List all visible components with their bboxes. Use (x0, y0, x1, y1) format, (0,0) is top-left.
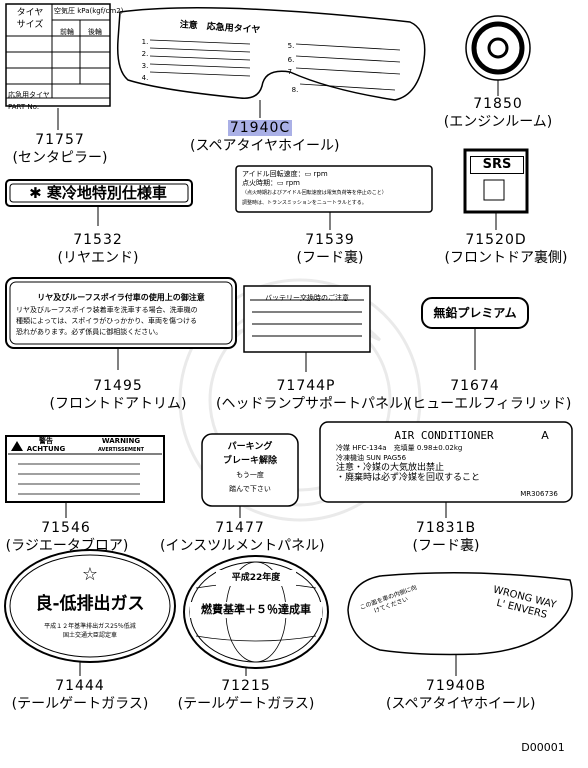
part-location: (ヒューエルフィラリッド) (406, 396, 572, 412)
part-number: 71477 (215, 520, 265, 536)
part-number: 71215 (221, 678, 271, 694)
sticker-low-emission (4, 549, 176, 676)
part-location: (フロントドアトリム) (49, 396, 187, 412)
low-emission-text: 良-低排出ガス (35, 594, 145, 614)
part-location: (センタピラー) (12, 150, 108, 166)
part-number: 71940B (425, 678, 487, 694)
spare-item-5: 5. (287, 42, 295, 50)
tire-spare: 応急用タイヤ (8, 91, 50, 99)
tire-head: タイヤサイズ (16, 8, 44, 30)
tire-rear: 後輪 (88, 28, 102, 36)
spare-item-4: 4. (141, 74, 149, 82)
part-location: (スペアタイヤホイール) (386, 696, 536, 712)
tire-part-no: PART No. (8, 103, 40, 111)
parking-text: パーキングブレーキ解除 もう一度 踏んで下さい (222, 442, 277, 493)
idle-text: アイドル回転速度：▭ rpm 点火時期：▭ rpm （点火時期およびアイドル回転… (242, 170, 387, 206)
part-number: 71495 (93, 378, 143, 394)
part-number: 71539 (305, 232, 355, 248)
srs-text: SRS (470, 156, 524, 174)
sticker-idle (235, 165, 433, 230)
part-location: (リヤエンド) (57, 250, 139, 266)
part-number: 71831B (415, 520, 477, 536)
sticker-battery (243, 285, 371, 372)
tire-front: 前輪 (60, 28, 74, 36)
spare-item-6: 6. (287, 56, 295, 64)
diagram-code: D00001 (521, 741, 565, 754)
part-number-highlighted[interactable]: 71940C (227, 120, 293, 136)
battery-title: バッテリー交換時のご注意 (265, 294, 349, 302)
sticker-cold-climate (5, 179, 193, 226)
sticker-warning (5, 435, 165, 518)
part-number: 71532 (73, 232, 123, 248)
part-location: (エンジンルーム) (443, 114, 553, 130)
part-location: (インスツルメントパネル) (160, 538, 325, 554)
part-number: 71744P (276, 378, 336, 394)
spare-item-1: 1. (141, 38, 149, 46)
part-location: (ラジエータブロア) (5, 538, 129, 554)
premium-text: 無鉛プレミアム (433, 306, 517, 320)
aircon-body: 冷媒 HFC-134a 充填量 0.98±0.02kg 冷凍機油 SUN PAG… (336, 444, 481, 483)
part-location: (フード裏) (296, 250, 364, 266)
part-number: 71444 (55, 678, 105, 694)
sticker-tire-pressure (5, 3, 111, 130)
fuel-eff-text: 燃費基準＋５％達成車 (190, 602, 322, 618)
spoiler-body: リヤ及びルーフスポイラ装着車を洗車する場合、洗車機の種類によっては、スポイラがひ… (16, 306, 198, 336)
part-number: 71850 (473, 96, 523, 112)
spare-item-2: 2. (141, 50, 149, 58)
tire-pressure-head: 空気圧 kPa(kgf/cm2) (54, 7, 124, 15)
part-number: 71546 (41, 520, 91, 536)
spare-item-8: 8. (291, 86, 299, 94)
part-number: 71520D (465, 232, 527, 248)
sticker-wrong-way (347, 572, 573, 676)
sticker-aircon (319, 421, 573, 518)
sticker-engine-room (465, 15, 531, 96)
aircon-code: MR306736 (520, 490, 558, 498)
spare-item-7: 7. (287, 68, 295, 76)
part-number: 71757 (35, 132, 85, 148)
sticker-spoiler (5, 277, 237, 370)
sticker-srs (463, 148, 529, 230)
aircon-letter: A (541, 429, 549, 442)
spoiler-title: リヤ及びルーフスポイラ付車の使用上の御注意 (37, 293, 205, 302)
spare-item-3: 3. (141, 62, 149, 70)
part-location: (フード裏) (412, 538, 480, 554)
cold-climate-text: ✱ 寒冷地特別仕様車 (29, 184, 167, 202)
part-location: (フロントドア裏側) (444, 250, 568, 266)
part-location: (ヘッドランプサポートパネル) (216, 396, 409, 412)
part-location: (テールゲートガラス) (11, 696, 149, 712)
fuel-eff-year: 平成22年度 (216, 570, 296, 586)
part-location: (スペアタイヤホイール) (190, 138, 340, 154)
part-number: 71674 (450, 378, 500, 394)
part-location: (テールゲートガラス) (177, 696, 315, 712)
sticker-parking (201, 433, 299, 518)
low-emission-sub: 平成１２年基準排出ガス25％低減国土交通大臣認定車 (44, 623, 136, 639)
sticker-premium (421, 297, 529, 370)
star-icon: ☆ (81, 564, 99, 585)
sticker-spare-tire (116, 7, 426, 118)
aircon-title: AIR CONDITIONER (394, 429, 494, 442)
